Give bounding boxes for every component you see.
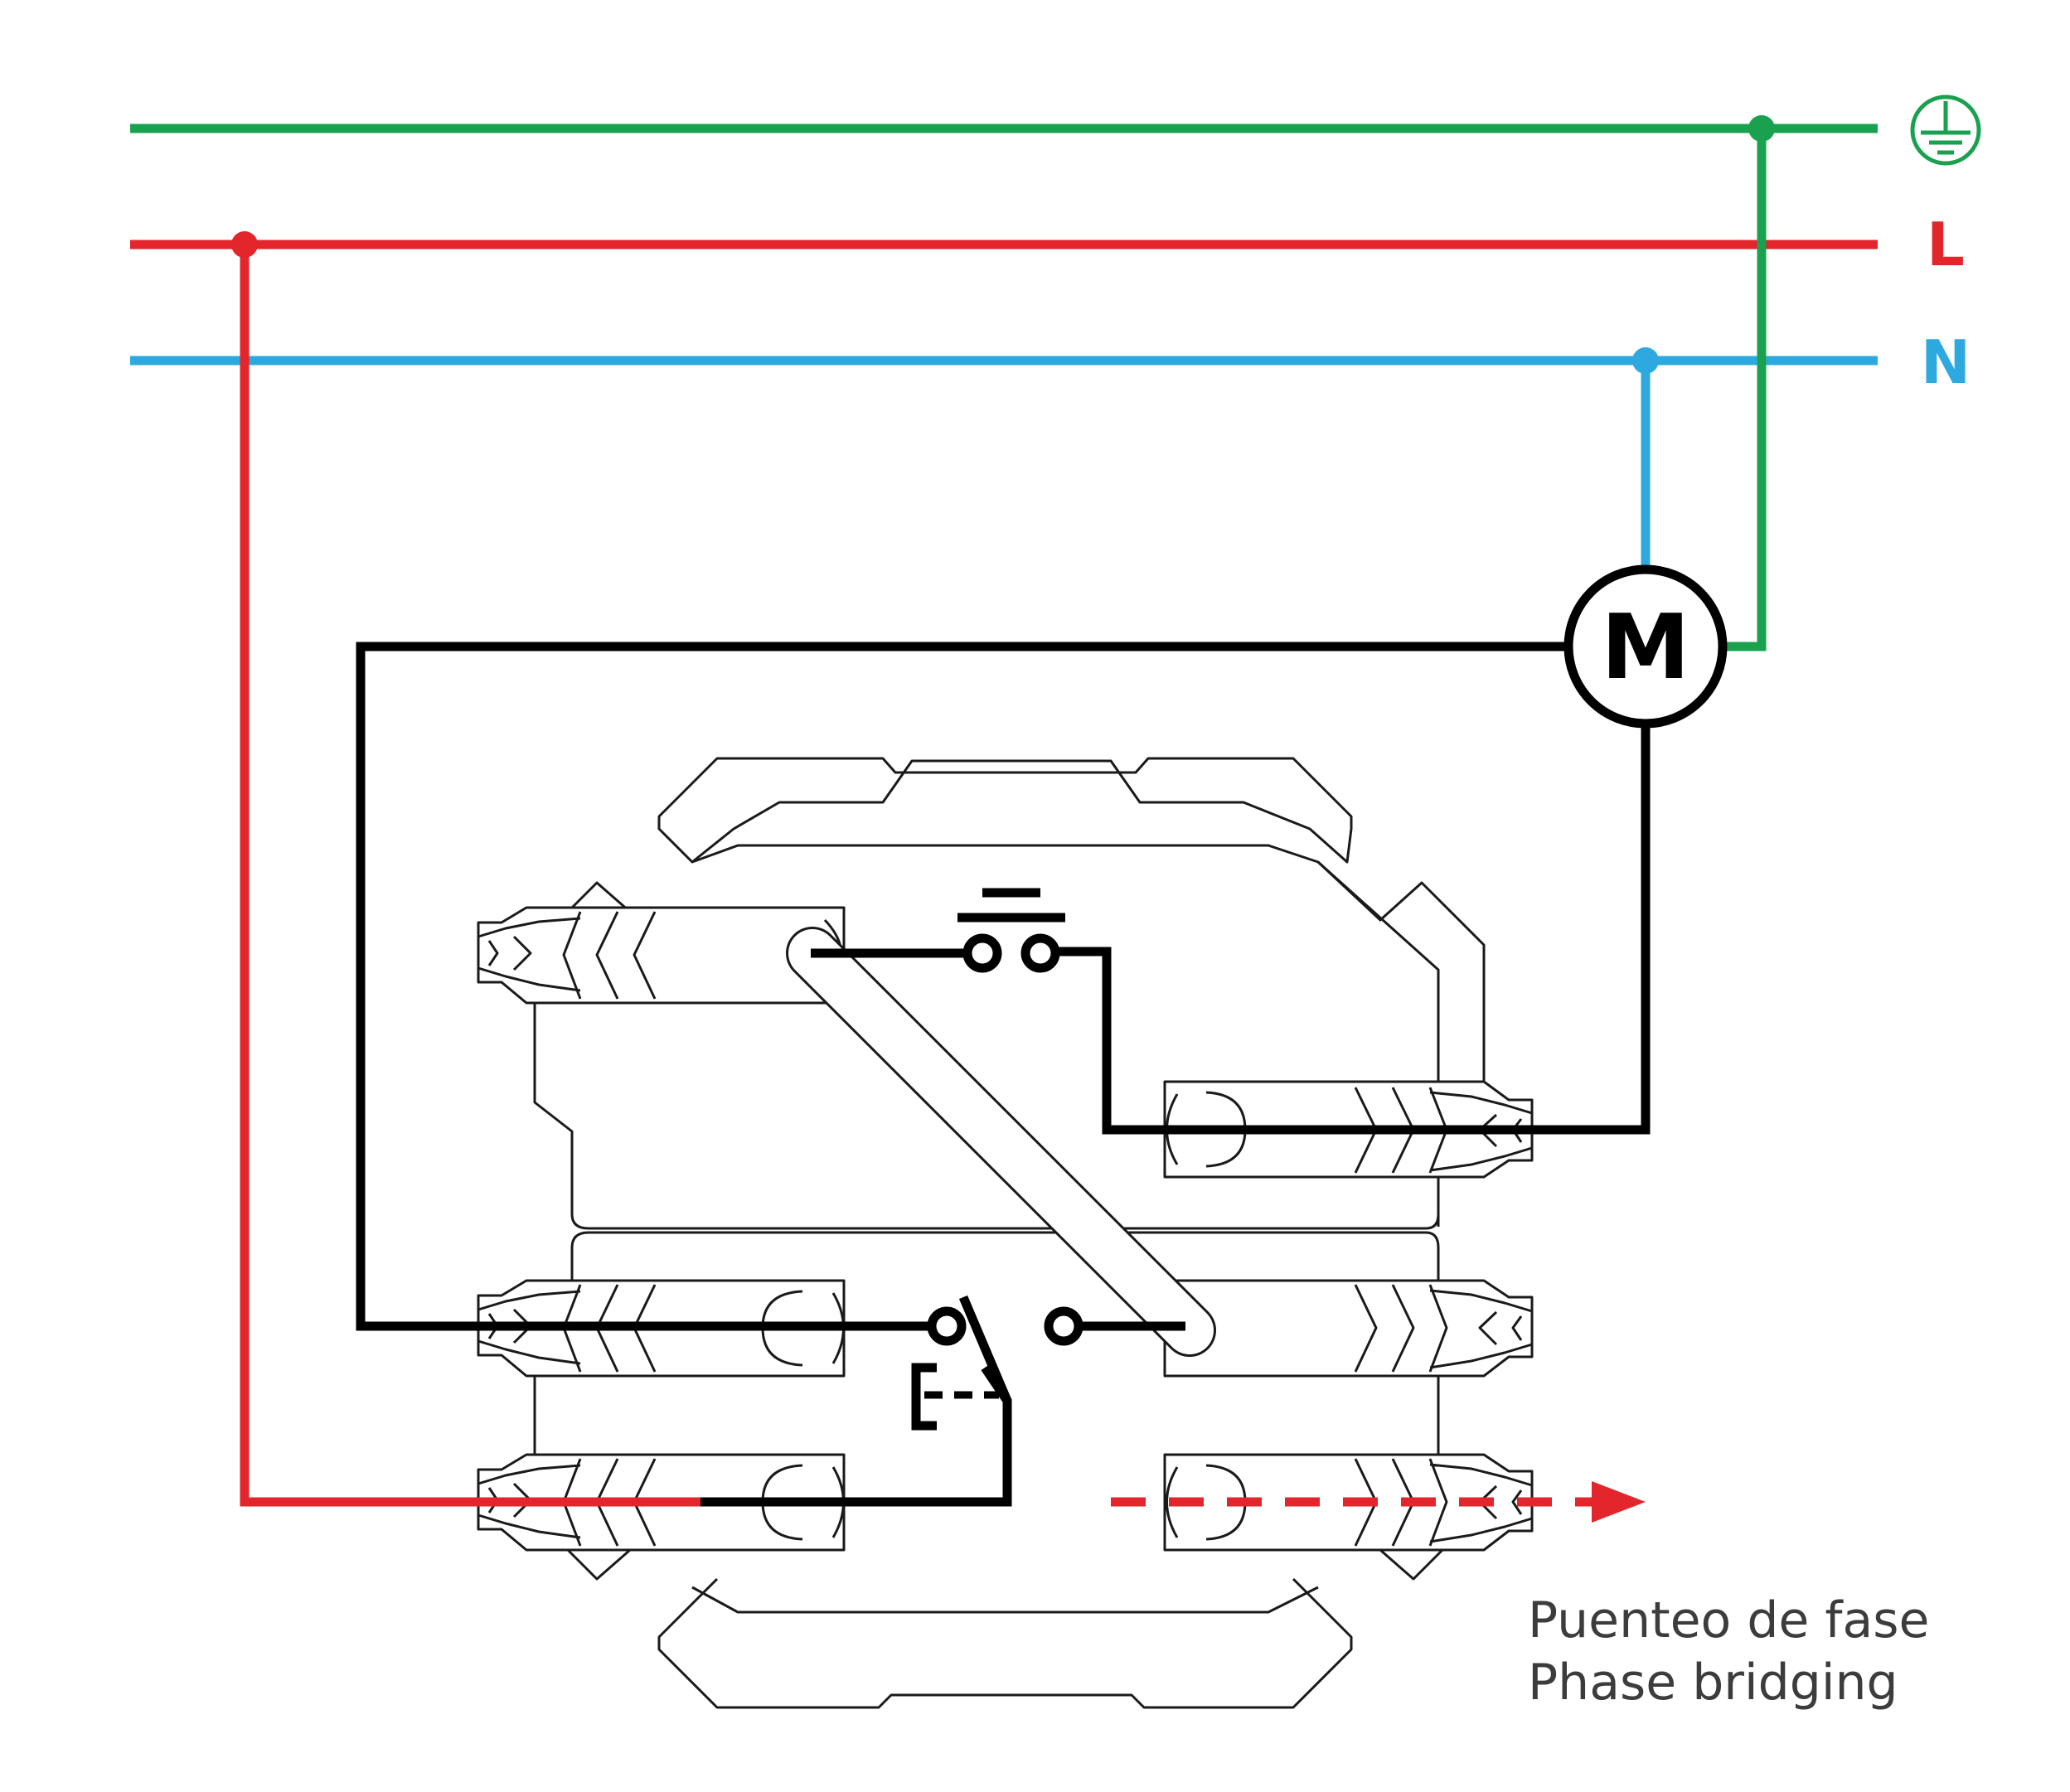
device-right-bracket <box>1316 860 1486 1094</box>
live-drop-wire <box>240 245 701 1507</box>
terminal-right-middle <box>1163 1279 1534 1378</box>
phase-bridging-arrow <box>1111 1481 1646 1523</box>
device-top-rim <box>691 844 1440 1227</box>
neutral-junction <box>1632 347 1659 374</box>
live-label: L <box>1927 210 1965 279</box>
wire-motor-return <box>356 642 1565 1331</box>
live-junction <box>231 231 258 258</box>
device-lower-block <box>533 1231 1440 1459</box>
motor-label: M <box>1601 596 1689 700</box>
earth-drop-wire <box>1726 128 1767 651</box>
device-bottom-cap <box>566 1548 1444 1709</box>
internal-bridge-bar <box>786 927 1216 1357</box>
switch-device-body <box>533 757 1486 1709</box>
terminal-left-top <box>477 906 846 1005</box>
earth-ground-icon <box>1910 94 1981 166</box>
device-top-cap <box>657 757 1353 864</box>
caption-english: Phase bridging <box>1528 1654 1898 1712</box>
earth-junction <box>1748 115 1775 142</box>
caption-spanish: Puenteo de fase <box>1528 1591 1929 1649</box>
wire-motor-to-terminal <box>1040 725 1651 1135</box>
limit-switch-contact-icon <box>911 1295 1083 1431</box>
motor-symbol: M <box>1563 564 1728 729</box>
device-upper-left-notch <box>566 881 631 913</box>
neutral-label: N <box>1921 327 1971 397</box>
arrow-right-icon <box>1592 1481 1646 1523</box>
pushbutton-contact-icon <box>957 888 1065 973</box>
device-upper-block <box>533 1003 1440 1230</box>
